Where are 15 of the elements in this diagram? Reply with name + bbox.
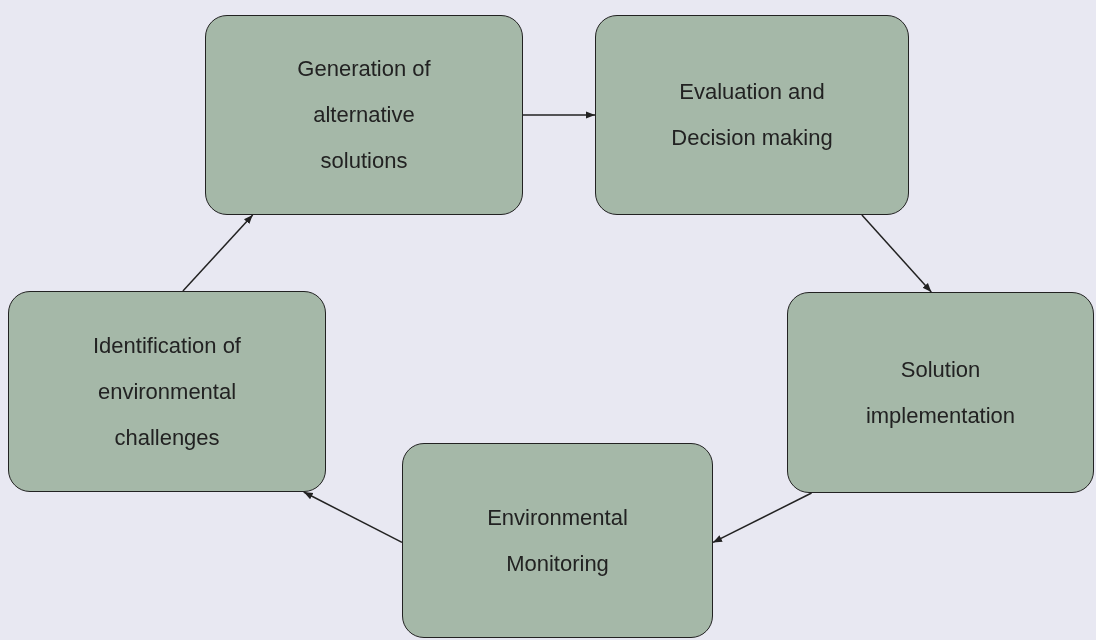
step-label: Evaluation and Decision making <box>670 78 834 152</box>
process-box <box>8 291 326 492</box>
arrow <box>712 492 813 544</box>
step-label: Identification of environmental challenges <box>92 331 242 452</box>
process-box <box>205 15 523 215</box>
step-label: Solution implementation <box>864 355 1017 430</box>
arrow <box>303 491 403 544</box>
step-label: Generation of alternative solutions <box>296 55 432 175</box>
process-box <box>787 292 1094 493</box>
arrow <box>182 214 254 292</box>
process-box <box>402 443 713 638</box>
step-label: Environmental Monitoring <box>486 503 629 578</box>
arrow <box>861 214 933 293</box>
process-box <box>595 15 909 215</box>
arrow <box>522 111 596 119</box>
